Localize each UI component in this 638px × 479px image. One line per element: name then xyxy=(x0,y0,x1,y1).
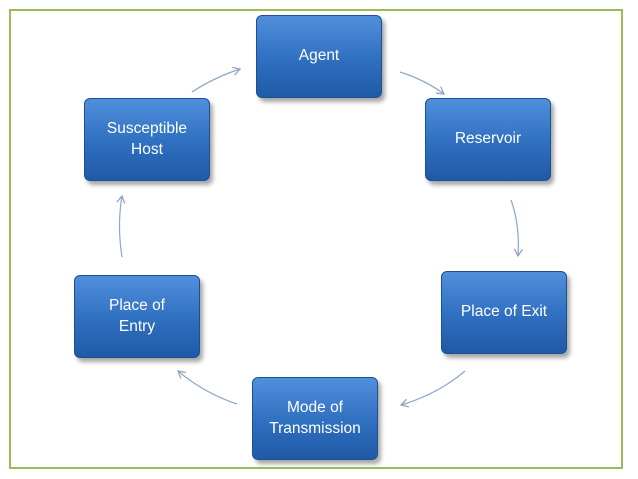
arrow-reservoir-to-place-of-exit xyxy=(510,199,523,258)
node-reservoir: Reservoir xyxy=(425,98,551,181)
node-mode-of-transmission: Mode of Transmission xyxy=(252,377,378,460)
slide-frame xyxy=(9,9,623,469)
arrow-place-of-entry-to-susceptible-host xyxy=(116,194,126,258)
arrow-place-of-exit-to-mode-of-transmission xyxy=(399,370,466,408)
node-agent: Agent xyxy=(256,15,382,98)
arrow-susceptible-host-to-agent xyxy=(191,66,242,93)
arrow-agent-to-reservoir xyxy=(399,71,446,95)
arrow-mode-of-transmission-to-place-of-entry xyxy=(176,370,238,405)
node-place-of-entry: Place of Entry xyxy=(74,275,200,358)
node-susceptible-host: Susceptible Host xyxy=(84,98,210,181)
node-place-of-exit: Place of Exit xyxy=(441,271,567,354)
